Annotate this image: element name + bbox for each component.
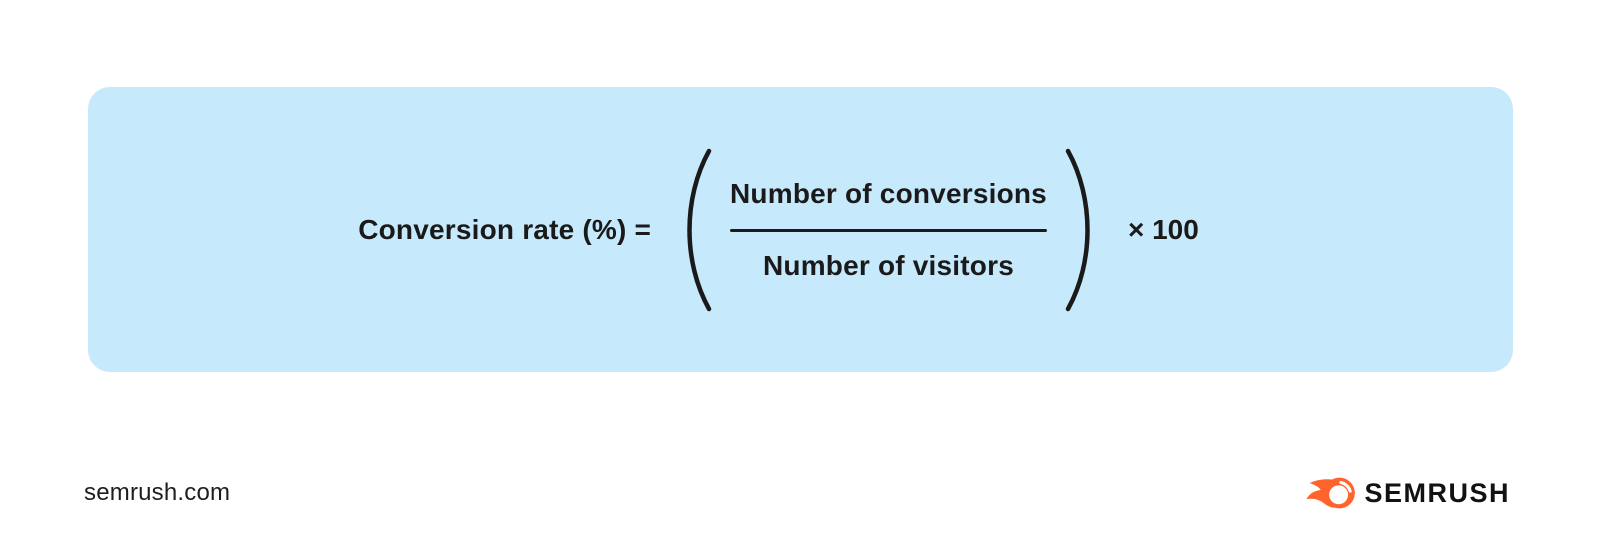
fraction-denominator: Number of visitors <box>762 249 1014 281</box>
formula-multiplier: × 100 <box>1127 213 1199 245</box>
open-paren-icon <box>687 148 712 311</box>
close-paren-icon <box>1065 148 1090 311</box>
semrush-flame-logo-icon <box>1306 477 1356 509</box>
footer: semrush.com SEMRUSH <box>0 462 1600 524</box>
formula-card: Conversion rate (%) = Number of conversi… <box>88 87 1513 372</box>
conversion-rate-formula: Conversion rate (%) = Number of conversi… <box>66 87 1491 372</box>
semrush-logo: SEMRUSH <box>1306 474 1510 512</box>
website-url-text: semrush.com <box>84 479 231 506</box>
fraction: Number of conversions Number of visitors <box>709 178 1068 282</box>
formula-label: Conversion rate (%) = <box>358 213 652 245</box>
fraction-numerator: Number of conversions <box>730 177 1047 209</box>
fraction-divider-line <box>730 228 1047 232</box>
semrush-wordmark: SEMRUSH <box>1364 477 1510 508</box>
